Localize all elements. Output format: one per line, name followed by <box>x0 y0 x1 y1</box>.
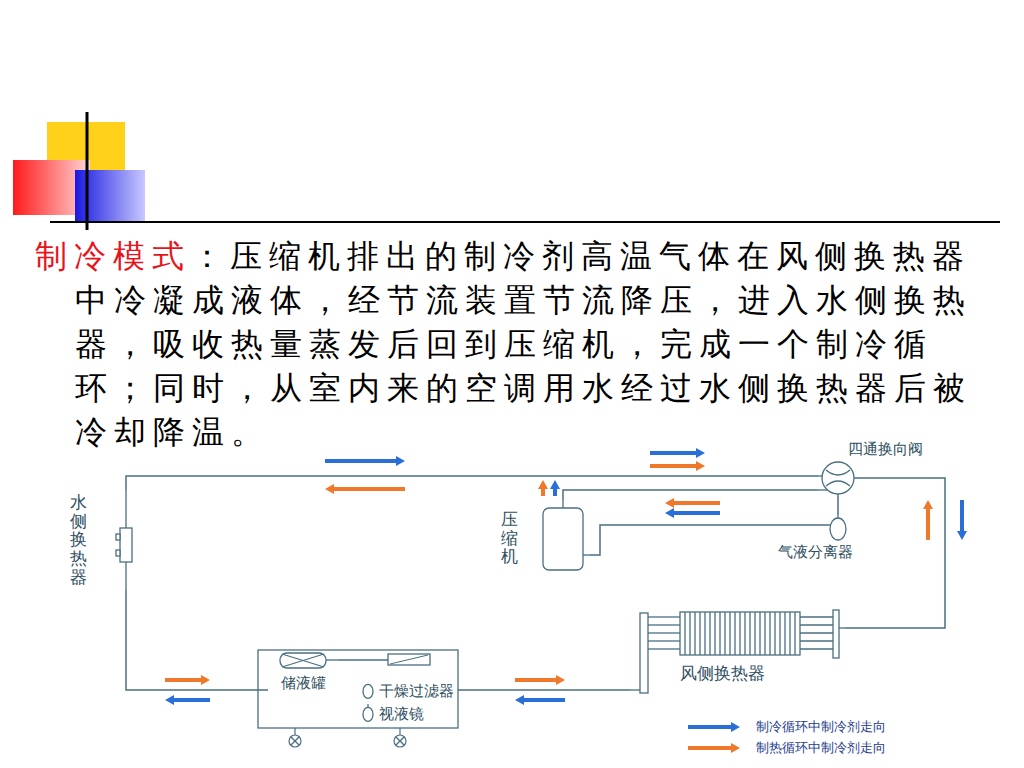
refrigerant-pipe <box>458 689 630 691</box>
legend-text: 制冷循环中制冷剂走向 <box>756 718 886 736</box>
component-label: 水侧换热器 <box>70 493 87 586</box>
legend-row: 制冷循环中制冷剂走向 <box>686 716 886 737</box>
flow-arrow <box>650 448 705 458</box>
flow-arrows <box>165 448 967 705</box>
component-label: 风侧换热器 <box>680 663 845 684</box>
refrigerant-pipe <box>845 478 945 628</box>
valve-symbol <box>289 728 406 747</box>
legend-text: 制热循环中制冷剂走向 <box>756 739 886 757</box>
legend-swatch <box>686 721 742 733</box>
four-way-valve: 四通换向阀 <box>818 440 930 496</box>
component-label: 压缩机 <box>501 510 518 566</box>
gas-liquid-separator: 气液分离器 <box>758 515 873 564</box>
refrigerant-pipe <box>590 525 758 555</box>
flow-arrow <box>515 695 565 705</box>
flow-arrow <box>665 508 720 518</box>
legend: 制冷循环中制冷剂走向制热循环中制冷剂走向 <box>686 716 886 758</box>
air-heat-exchanger: 风侧换热器 <box>630 605 845 697</box>
drier-filter: 干燥过滤器 <box>357 681 458 702</box>
decor-line <box>86 112 89 230</box>
component-label: 四通换向阀 <box>848 440 930 459</box>
flow-arrow <box>165 675 210 685</box>
legend-swatch <box>686 742 742 754</box>
refrigerant-pipe <box>837 496 839 515</box>
mode-description: ：压缩机排出的制冷剂高温气体在风侧换热器中冷凝成液体，经节流装置节流降压，进入水… <box>75 237 972 451</box>
pipe <box>338 659 388 660</box>
flow-arrow <box>538 480 548 496</box>
flow-arrow <box>923 500 933 540</box>
component-label: 视液镜 <box>379 705 424 724</box>
refrigerant-pipe <box>563 490 818 500</box>
flow-arrow <box>957 500 967 540</box>
component-label: 储液罐 <box>268 674 338 693</box>
decor-line <box>50 221 1000 223</box>
water-heat-exchanger: 水侧换热器 <box>66 490 136 590</box>
refrigerant-pipe <box>126 476 818 490</box>
filter-symbol <box>390 655 428 664</box>
compressor: 压缩机 <box>495 500 590 580</box>
sight-glass: 视液镜 <box>357 704 428 725</box>
flow-arrow <box>650 461 705 471</box>
component-symbol <box>630 605 845 697</box>
legend-row: 制热循环中制冷剂走向 <box>686 737 886 758</box>
refrigerant-pipe <box>126 590 268 690</box>
liquid-receiver: 储液罐 <box>268 650 338 695</box>
flow-arrow <box>325 484 405 494</box>
description-paragraph: 制冷模式：压缩机排出的制冷剂高温气体在风侧换热器中冷凝成液体，经节流装置节流降压… <box>35 234 997 454</box>
flow-arrow <box>515 675 565 685</box>
component-label: 干燥过滤器 <box>379 682 454 701</box>
flow-arrow <box>665 498 720 508</box>
valve-group-box <box>258 650 458 728</box>
flow-arrow <box>550 480 560 496</box>
flow-arrow <box>325 456 405 466</box>
component-label: 气液分离器 <box>760 543 871 562</box>
mode-title: 制冷模式 <box>35 237 191 275</box>
filter-symbol <box>388 654 430 665</box>
flow-arrow <box>165 695 210 705</box>
